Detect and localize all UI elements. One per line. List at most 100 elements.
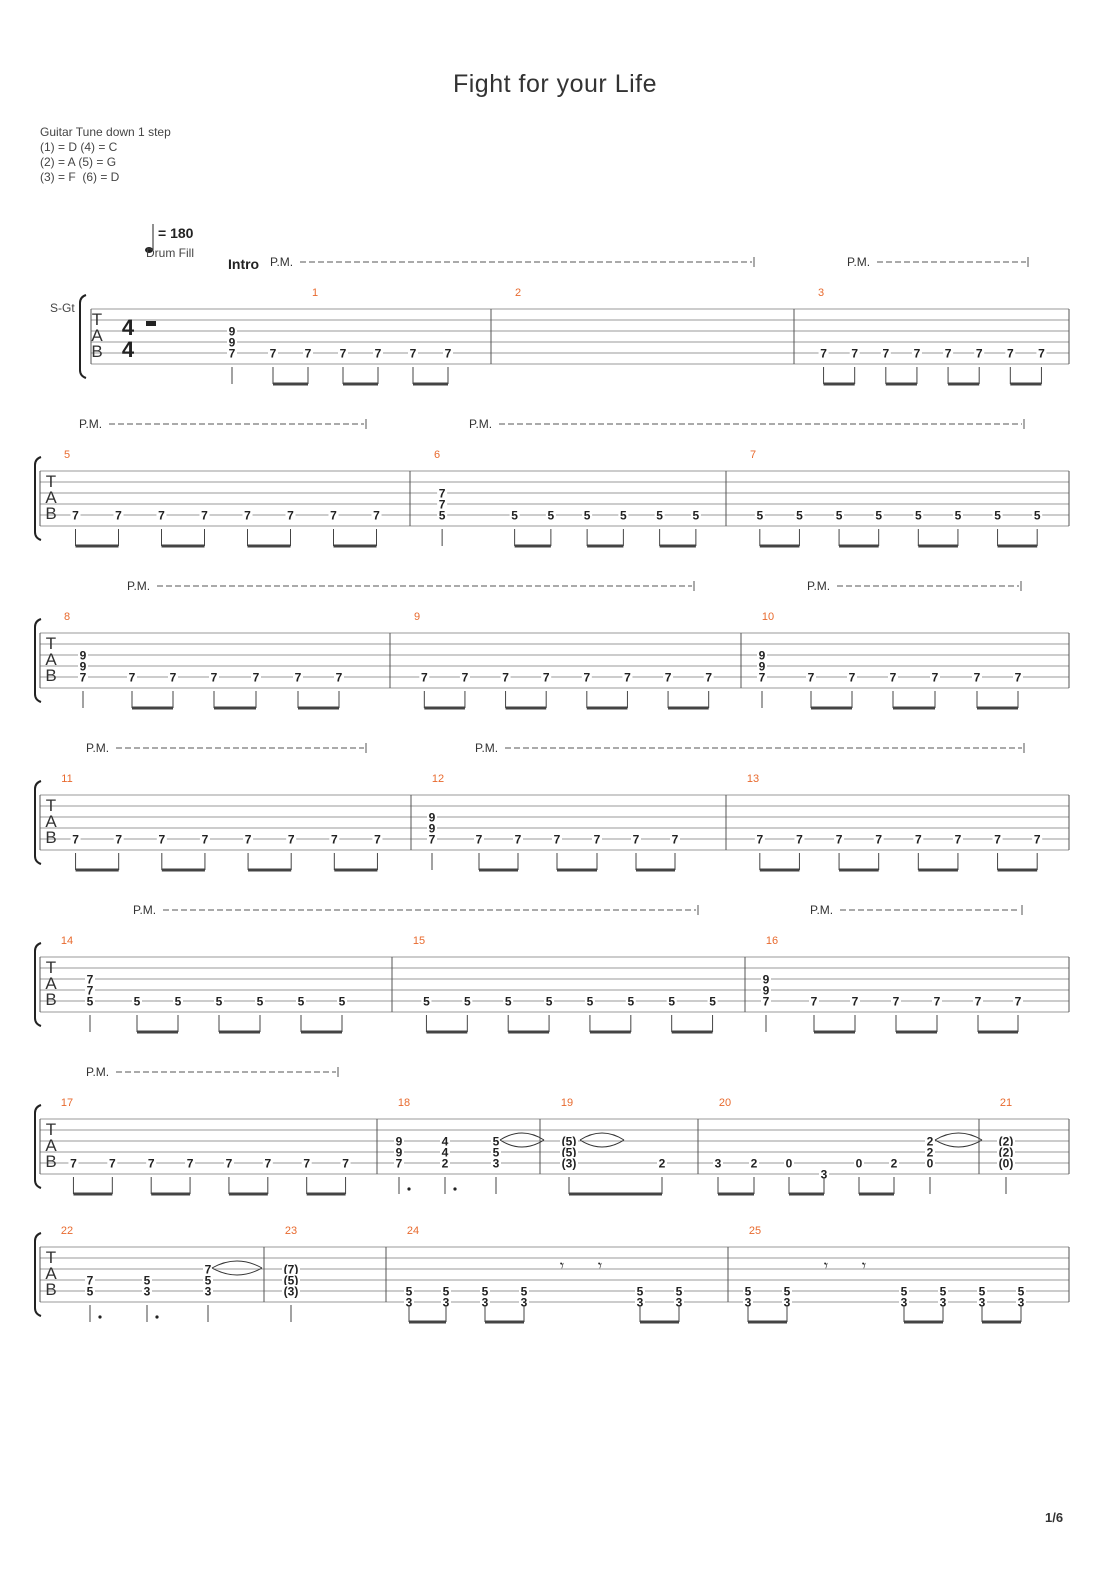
eighth-rest: 𝄾 [862, 1258, 866, 1275]
fret-number: 7 [129, 671, 136, 685]
fret-number-background [404, 1285, 414, 1296]
fret-number: 7 [270, 347, 277, 361]
fret-number-background [703, 671, 714, 682]
fret-number-background [85, 973, 95, 984]
fret-number: 7 [396, 1157, 403, 1171]
fret-number-background [223, 1157, 234, 1168]
fret-number: 3 [784, 1296, 791, 1310]
measure-number: 15 [413, 935, 425, 947]
fret-number: 3 [715, 1157, 722, 1171]
measure-number: 6 [434, 449, 440, 461]
fret-number-background [113, 509, 124, 520]
fret-number: 3 [144, 1285, 151, 1299]
fret-number: 7 [244, 509, 251, 523]
fret-number: 5 [298, 995, 305, 1009]
eighth-rest: 𝄾 [824, 1258, 828, 1275]
measure-number: 11 [61, 773, 72, 785]
fret-number-background [545, 509, 556, 520]
fret-number: 7 [226, 1157, 233, 1171]
fret-number-background [440, 1135, 450, 1146]
fret-number: 7 [515, 833, 522, 847]
fret-number-background [913, 833, 924, 844]
fret-number: 2 [751, 1157, 758, 1171]
fret-number-background [888, 671, 898, 682]
fret-number: 0 [786, 1157, 793, 1171]
fret-number: (3) [284, 1285, 299, 1299]
palm-mute-label: P.M. [270, 255, 293, 269]
fret-number: 5 [423, 995, 430, 1009]
fret-number-background [282, 1285, 300, 1296]
fret-number: 7 [932, 671, 939, 685]
fret-number: 9 [429, 811, 436, 825]
fret-number-background [761, 973, 771, 984]
palm-mute-label: P.M. [810, 903, 833, 917]
tab-clef-letter: T [92, 310, 102, 329]
fret-number-background [301, 1157, 312, 1168]
fret-number-background [85, 1274, 95, 1285]
fret-number-background [889, 1157, 899, 1168]
palm-mute-label: P.M. [847, 255, 870, 269]
fret-number: (3) [562, 1157, 577, 1171]
fret-number-background [334, 671, 344, 682]
fret-number-background [992, 509, 1003, 520]
fret-number: 7 [295, 671, 302, 685]
palm-mute-label: P.M. [86, 741, 109, 755]
tie-arc [579, 1132, 625, 1141]
fret-number-background [581, 671, 592, 682]
fret-number-background [203, 1274, 213, 1285]
fret-number: 9 [396, 1146, 403, 1160]
fret-number-background [707, 995, 718, 1006]
measure-number: 18 [398, 1097, 410, 1109]
fret-number-background [806, 671, 816, 682]
time-signature-denominator: 4 [122, 337, 135, 362]
fret-number: 5 [521, 1285, 528, 1299]
fret-number: 7 [955, 833, 962, 847]
fret-number-background [199, 509, 210, 520]
fret-number-background [408, 347, 418, 358]
tie-arc [211, 1260, 263, 1269]
fret-number: 7 [756, 833, 763, 847]
fret-number-background [899, 1285, 909, 1296]
fret-number: 7 [158, 509, 165, 523]
fret-number: 7 [934, 995, 941, 1009]
fret-number: 7 [849, 671, 856, 685]
fret-number: 5 [87, 995, 94, 1009]
fret-number: 5 [901, 1285, 908, 1299]
fret-number: 7 [1007, 347, 1014, 361]
fret-number: 7 [375, 347, 382, 361]
fret-number-background [713, 1157, 723, 1168]
fret-number: 5 [257, 995, 264, 1009]
measure-number: 5 [64, 449, 70, 461]
fret-number-background [794, 509, 805, 520]
fret-number-background [977, 1285, 987, 1296]
fret-number-background [214, 995, 224, 1006]
measure-number: 7 [750, 449, 756, 461]
fret-number: 7 [836, 833, 843, 847]
fret-number: 5 [955, 509, 962, 523]
fret-number-background [854, 1157, 864, 1168]
fret-number: 5 [493, 1146, 500, 1160]
fret-number: 5 [709, 995, 716, 1009]
dotted-note-dot [453, 1187, 457, 1191]
fret-number: 5 [482, 1285, 489, 1299]
fret-number: 5 [994, 509, 1001, 523]
fret-number: 7 [439, 487, 446, 501]
fret-number: 2 [442, 1157, 449, 1171]
fret-number-background [592, 833, 602, 844]
fret-number: 7 [820, 347, 827, 361]
fret-number-background [913, 509, 924, 520]
fret-number: 7 [374, 833, 381, 847]
fret-number: 7 [554, 833, 561, 847]
tempo-value: = 180 [158, 225, 194, 241]
fret-number-background [911, 347, 922, 358]
tab-clef-letter: A [45, 1264, 57, 1283]
fret-number-background [421, 995, 432, 1006]
fret-number: 3 [1018, 1296, 1025, 1310]
system-bracket [34, 456, 42, 541]
fret-number: 7 [811, 995, 818, 1009]
fret-number-background [262, 1157, 273, 1168]
fret-number: 9 [759, 649, 766, 663]
fret-number: 5 [979, 1285, 986, 1299]
fret-number-background [107, 1157, 118, 1168]
